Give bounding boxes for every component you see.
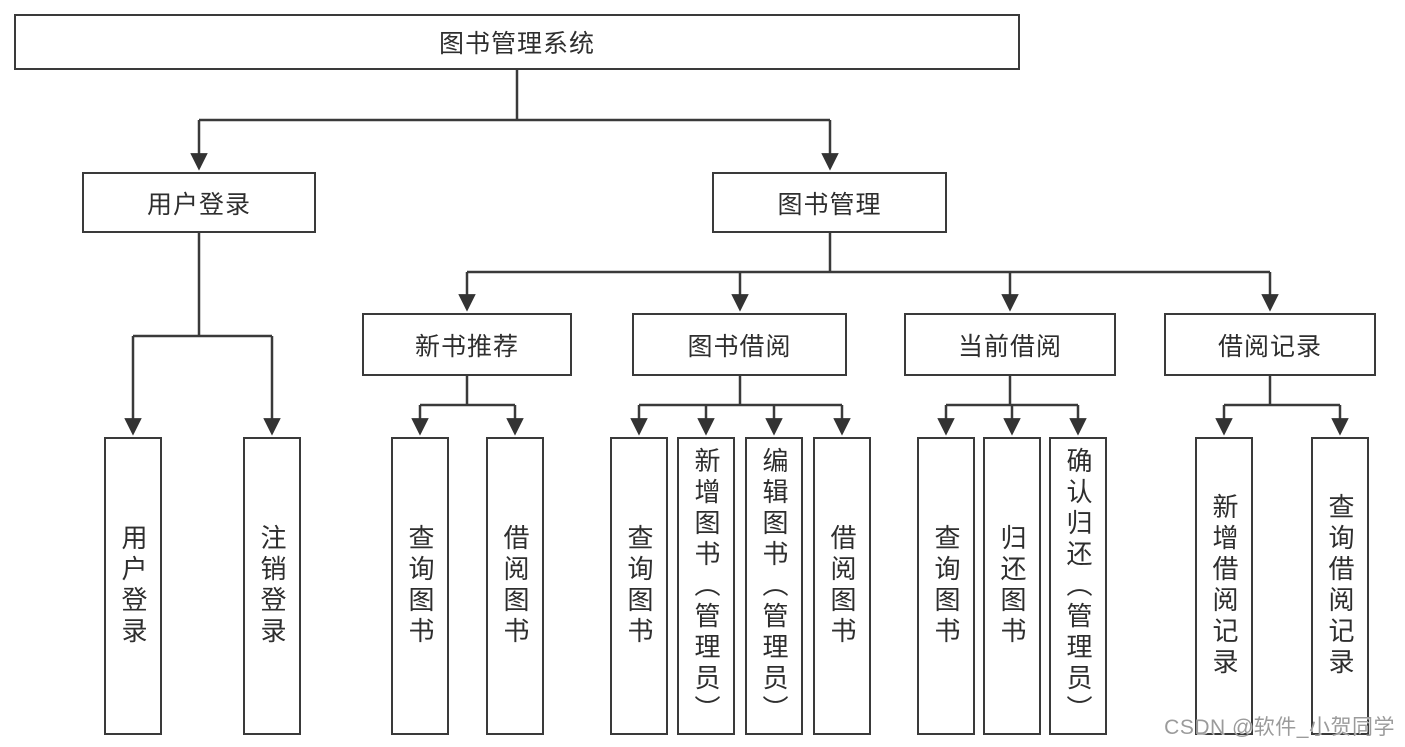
leaf-nb-borrow-books-label: 借阅图书 [500, 524, 530, 648]
connector-book-management-trunk [467, 233, 1270, 274]
node-library-system: 图书管理系统 [14, 14, 1020, 70]
leaf-cb-return-books-label: 归还图书 [997, 524, 1027, 648]
leaf-bb-edit-books-admin: 编辑图书（管理员） [745, 437, 803, 735]
leaf-br-add-record-label: 新增借阅记录 [1209, 493, 1239, 679]
connector-borrowing-records-trunk [1224, 376, 1340, 407]
node-user-login-label: 用户登录 [146, 190, 251, 219]
leaf-bb-edit-books-admin-label: 编辑图书（管理员） [759, 446, 789, 726]
leaf-user-login-label: 用户登录 [118, 524, 148, 648]
leaf-cb-query-books: 查询图书 [917, 437, 975, 735]
leaf-br-query-record-label: 查询借阅记录 [1325, 493, 1355, 679]
leaf-logout-login: 注销登录 [243, 437, 301, 735]
node-book-borrowing: 图书借阅 [632, 313, 847, 376]
node-borrowing-records: 借阅记录 [1164, 313, 1376, 376]
node-borrowing-records-label: 借阅记录 [1217, 332, 1322, 361]
node-book-borrowing-label: 图书借阅 [687, 332, 792, 361]
connector-current-borrowing-trunk [946, 376, 1078, 407]
leaf-bb-borrow-books-label: 借阅图书 [827, 524, 857, 648]
leaf-br-add-record: 新增借阅记录 [1195, 437, 1253, 735]
leaf-bb-add-books-admin-label: 新增图书（管理员） [691, 446, 721, 726]
leaf-nb-query-books-label: 查询图书 [405, 524, 435, 648]
node-current-borrowing-label: 当前借阅 [957, 332, 1062, 361]
leaf-bb-query-books: 查询图书 [610, 437, 668, 735]
node-book-management-label: 图书管理 [777, 190, 882, 219]
leaf-cb-confirm-return-admin-label: 确认归还（管理员） [1063, 446, 1093, 726]
node-current-borrowing: 当前借阅 [904, 313, 1116, 376]
leaf-user-login: 用户登录 [104, 437, 162, 735]
connector-new-book-trunk [420, 376, 515, 407]
leaf-br-query-record: 查询借阅记录 [1311, 437, 1369, 735]
leaf-cb-return-books: 归还图书 [983, 437, 1041, 735]
connector-root-trunk [199, 70, 830, 122]
node-new-book-recommendation: 新书推荐 [362, 313, 572, 376]
leaf-nb-query-books: 查询图书 [391, 437, 449, 735]
leaf-bb-add-books-admin: 新增图书（管理员） [677, 437, 735, 735]
leaf-cb-confirm-return-admin: 确认归还（管理员） [1049, 437, 1107, 735]
leaf-bb-query-books-label: 查询图书 [624, 524, 654, 648]
node-new-book-recommendation-label: 新书推荐 [414, 332, 519, 361]
leaf-logout-login-label: 注销登录 [257, 524, 287, 648]
node-library-system-label: 图书管理系统 [438, 30, 595, 58]
csdn-watermark: CSDN @软件_小贺同学 [1164, 716, 1395, 739]
connector-book-borrowing-trunk [639, 376, 842, 407]
connector-user-login-trunk [133, 233, 272, 338]
leaf-nb-borrow-books: 借阅图书 [486, 437, 544, 735]
node-book-management: 图书管理 [712, 172, 947, 233]
leaf-cb-query-books-label: 查询图书 [931, 524, 961, 648]
node-user-login: 用户登录 [82, 172, 316, 233]
leaf-bb-borrow-books: 借阅图书 [813, 437, 871, 735]
